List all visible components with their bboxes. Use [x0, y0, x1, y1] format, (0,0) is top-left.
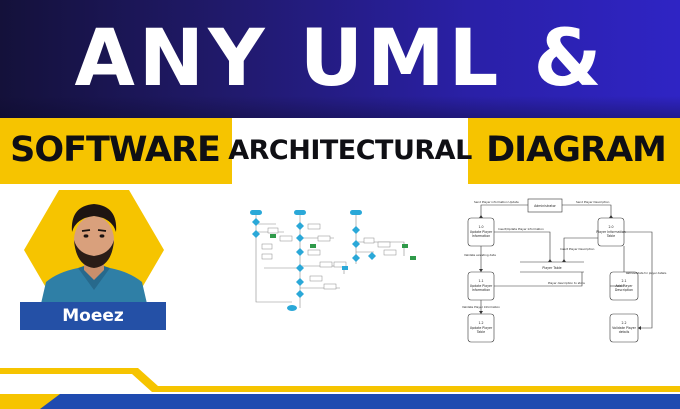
dfd-p11-id: 1.1: [478, 279, 483, 283]
footer-yellow-stripe: [0, 368, 680, 392]
dfd-flow-desc-store: Player description to store: [548, 281, 585, 285]
dfd-flow-insert-update: Insert/Update Player Information: [498, 227, 544, 231]
dfd-p21-id: 2.1: [621, 279, 626, 283]
keyword-box-center: [232, 118, 468, 184]
dfd-p10-line1: Update Player: [470, 230, 493, 234]
footer-blue-band: [0, 394, 680, 409]
footer-yellow-corner: [0, 394, 60, 409]
dfd-flow-validate-existing: Validate exsisting data: [464, 253, 496, 257]
header-banner: [0, 0, 680, 118]
dfd-p12-id: 1.2: [478, 321, 483, 325]
dfd-p12-line2: Table: [476, 330, 485, 334]
seller-name-tag: Moeez: [20, 302, 166, 330]
dfd-p10-id: 1.0: [478, 225, 483, 229]
data-flow-diagram-illustration: Administrator Player Table 1.0 Update Pl…: [462, 198, 667, 343]
dfd-p20-line1: Player Information: [596, 230, 625, 234]
keyword-architectural: ARCHITECTURAL: [228, 134, 472, 166]
dfd-p21-line2: Description: [615, 288, 633, 292]
dfd-p22-line1: Validate Player: [612, 326, 636, 330]
dfd-flow-insert-desc: Insert Player Description: [560, 247, 595, 251]
keyword-diagram: DIAGRAM: [486, 130, 667, 170]
main-title: ANY UML &: [74, 14, 606, 104]
dfd-flow-send-info: Send Player information Update: [474, 200, 519, 204]
dfd-flow-retrieve: Retrieve data for player details: [626, 271, 667, 275]
dfd-p12-line1: Update Player: [470, 326, 493, 330]
dfd-administrator: Administrator: [534, 204, 556, 208]
keyword-software: SOFTWARE: [10, 130, 221, 170]
dfd-p20-id: 2.0: [608, 225, 613, 229]
footer-stripes: [0, 368, 680, 409]
dfd-p11-line2: Information: [472, 288, 490, 292]
seller-avatar: [40, 204, 148, 308]
dfd-p10-line2: Information: [472, 234, 490, 238]
dfd-flow-validate-info: Validate Player Information: [462, 305, 500, 309]
dfd-p21-line1: Add Player: [615, 284, 633, 288]
dfd-p20-line2: Table: [606, 234, 615, 238]
dfd-p22-id: 2.2: [621, 321, 626, 325]
dfd-flow-send-desc: Send Player Description: [576, 200, 610, 204]
dfd-player-table: Player Table: [542, 266, 561, 270]
dfd-p11-line1: Update Player: [470, 284, 493, 288]
flowchart-illustration: [250, 210, 416, 311]
dfd-p22-line2: details: [619, 330, 630, 334]
